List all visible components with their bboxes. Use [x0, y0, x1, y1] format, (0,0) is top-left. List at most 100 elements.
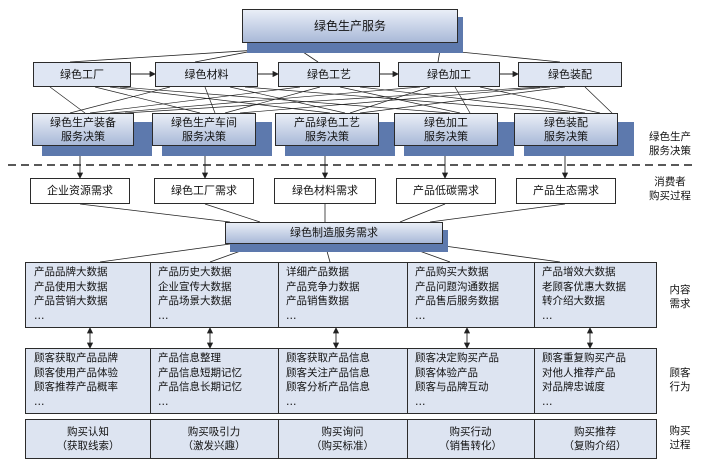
content-item: 详细产品数据 [286, 266, 349, 278]
stage-note: （销售转化） [439, 440, 502, 452]
decision-label: 服务决策 [61, 129, 105, 143]
top-service-box: 绿色生产服务 [242, 9, 458, 43]
side-label-consumer: 消费者 购买过程 [638, 175, 702, 203]
column-divider [278, 349, 279, 413]
behavior-item: 对他人推荐产品 [542, 366, 616, 379]
content-item: 产品场景大数据 [158, 295, 232, 307]
content-column: 产品品牌大数据 产品使用大数据 产品营销大数据 … [26, 263, 150, 323]
behavior-item: 顾客重复购买产品 [542, 352, 626, 364]
content-behavior-arrows [86, 327, 594, 349]
content-item: 产品品牌大数据 [34, 266, 108, 278]
behavior-column: 顾客获取产品信息 顾客关注产品信息 顾客分析产品信息 … [278, 349, 407, 409]
side-label-text: 消费者 [654, 176, 686, 188]
decision-label: 绿色生产装备 [50, 115, 116, 129]
decision-label: 服务决策 [182, 129, 226, 143]
process-box-craft: 绿色工艺 [278, 62, 380, 87]
behavior-item: 顾客推荐产品概率 [34, 381, 118, 393]
column-divider [278, 420, 279, 458]
demand-box: 产品低碳需求 [396, 178, 496, 204]
side-label-content: 内容 需求 [660, 283, 700, 311]
content-needs-panel: 产品品牌大数据 产品使用大数据 产品营销大数据 … 产品历史大数据 企业宣传大数… [25, 262, 657, 328]
content-column: 产品增效大数据 老顾客优惠大数据 转介绍大数据 … [534, 263, 656, 323]
stage-label: 购买认知 [67, 426, 109, 438]
content-item: 产品购买大数据 [415, 266, 489, 278]
process-box-processing: 绿色加工 [398, 62, 500, 87]
content-item: 产品营销大数据 [34, 295, 108, 307]
content-item: 企业宣传大数据 [158, 280, 232, 293]
decision-box-processing: 绿色加工服务决策 [394, 113, 498, 146]
process-box-material: 绿色材料 [155, 62, 258, 87]
behavior-item: … [542, 395, 553, 408]
purchase-stage: 购买询问 （购买标准） [278, 420, 407, 458]
behavior-item: … [34, 395, 45, 408]
decision-box-craft: 产品绿色工艺服务决策 [275, 113, 379, 146]
behavior-item: 顾客与品牌互动 [415, 381, 489, 393]
behavior-item: 产品信息短期记忆 [158, 366, 242, 379]
content-item: … [415, 309, 426, 322]
side-label-purchase: 购买 过程 [660, 424, 700, 452]
process-box-assembly: 绿色装配 [518, 62, 622, 87]
stage-label: 购买吸引力 [187, 426, 241, 438]
demand-label: 企业资源需求 [47, 184, 113, 197]
demand-box: 绿色工厂需求 [154, 178, 254, 204]
behavior-item: 产品信息整理 [158, 352, 221, 364]
content-item: … [34, 309, 45, 322]
side-label-behavior: 顾客 行为 [660, 366, 700, 394]
behavior-column: 顾客获取产品品牌 顾客使用产品体验 顾客推荐产品概率 … [26, 349, 150, 409]
side-label-text: 内容 [669, 284, 691, 296]
behavior-item: 产品信息长期记忆 [158, 381, 242, 393]
decision-label: 绿色加工 [424, 115, 468, 129]
stage-note: （获取线索） [56, 440, 120, 452]
content-item: 产品增效大数据 [542, 266, 616, 278]
stage-label: 购买行动 [449, 426, 492, 438]
decision-box-assembly: 绿色装配服务决策 [514, 113, 618, 146]
demand-label: 绿色材料需求 [292, 184, 358, 197]
mesh-lines [49, 86, 613, 114]
column-divider [534, 349, 535, 413]
side-label-text: 过程 [669, 439, 691, 451]
side-label-text: 需求 [669, 298, 691, 310]
content-item: … [542, 309, 553, 322]
top-service-title: 绿色生产服务 [313, 19, 386, 33]
stage-note: （购买标准） [311, 440, 374, 452]
purchase-process-panel: 购买认知 （获取线索） 购买吸引力 （激发兴趣） 购买询问 （购买标准） 购买行动 （销… [25, 419, 657, 459]
content-column: 产品购买大数据 产品问题沟通数据 产品售后服务数据 … [407, 263, 534, 323]
demand-box: 企业资源需求 [30, 178, 130, 204]
purchase-stage: 购买推荐（复购介绍） [534, 420, 656, 458]
manufacturing-demand-box: 绿色制造服务需求 [225, 222, 443, 244]
behavior-item: … [415, 395, 426, 408]
behavior-item: 顾客获取产品信息 [286, 352, 370, 364]
process-box-factory: 绿色工厂 [33, 62, 131, 87]
content-item: 老顾客优惠大数据 [542, 280, 626, 293]
behavior-item: 顾客体验产品 [415, 366, 478, 379]
purchase-stage: 购买吸引力 （激发兴趣） [150, 420, 278, 458]
content-item: 产品使用大数据 [34, 280, 108, 293]
content-item: … [286, 309, 297, 322]
behavior-item: … [158, 395, 169, 408]
column-divider [278, 263, 279, 327]
stage-label: 购买询问 [321, 426, 364, 438]
side-label-text: 购买 [669, 425, 691, 437]
behavior-column: 产品信息整理 产品信息短期记忆 产品信息长期记忆 … [150, 349, 278, 409]
column-divider [534, 420, 535, 458]
content-item: 产品售后服务数据 [415, 295, 499, 307]
column-divider [150, 263, 151, 327]
decision-label: 绿色生产车间 [171, 115, 237, 129]
decision-label: 服务决策 [424, 129, 468, 143]
behavior-item: 顾客分析产品信息 [286, 381, 370, 393]
content-item: 产品问题沟通数据 [415, 280, 499, 293]
process-label: 绿色加工 [427, 67, 471, 81]
content-column: 产品历史大数据 企业宣传大数据 产品场景大数据 … [150, 263, 278, 323]
stage-note: （复购介绍） [563, 440, 627, 452]
behavior-item: 顾客决定购买产品 [415, 352, 499, 364]
stage-note: （激发兴趣） [182, 440, 246, 452]
behavior-item: 顾客关注产品信息 [286, 366, 370, 379]
side-label-text: 购买过程 [649, 190, 691, 202]
purchase-stage: 购买认知 （获取线索） [26, 420, 150, 458]
side-label-text: 行为 [669, 381, 691, 393]
demand-label: 绿色工厂需求 [171, 184, 237, 197]
column-divider [534, 263, 535, 327]
decision-label: 服务决策 [305, 129, 349, 143]
